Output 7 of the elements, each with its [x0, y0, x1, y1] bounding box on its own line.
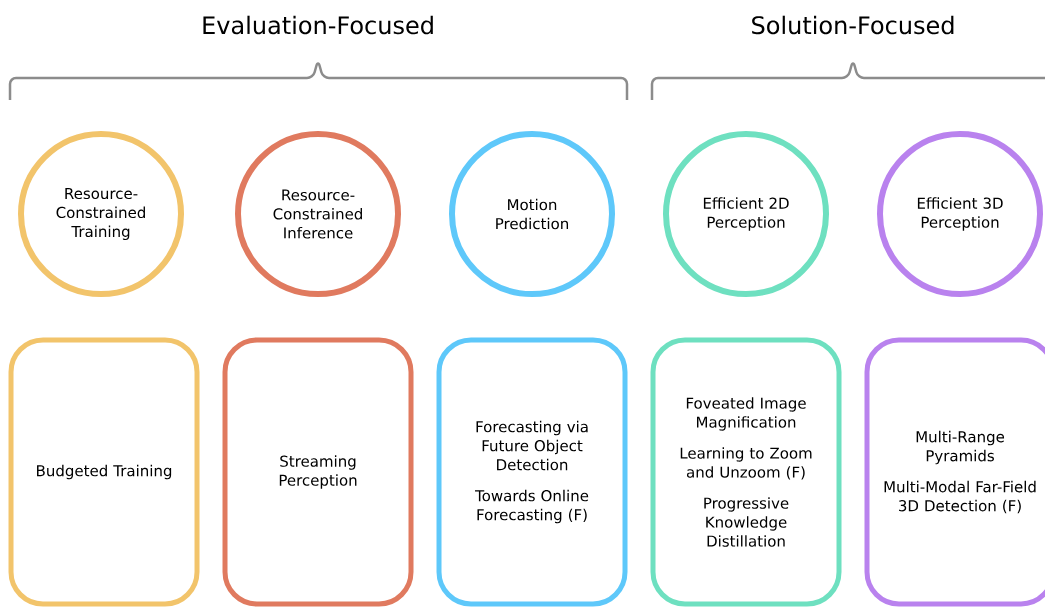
- rounded-box: Budgeted Training: [8, 337, 200, 607]
- rounded-box: Streaming Perception: [222, 337, 414, 607]
- rounded-box: Forecasting via Future Object Detection Towards Online Forecasting (F): [436, 337, 628, 607]
- rounded-box: Multi-Range Pyramids Multi-Modal Far-Field 3D Detection (F): [864, 337, 1045, 607]
- group-heading: Solution-Focused: [752, 15, 954, 35]
- group-heading: Evaluation-Focused: [203, 15, 433, 35]
- rounded-box: Foveated Image Magnification Learning to Zoom and Unzoom (F) Progressive Knowledge Distillation: [650, 337, 842, 607]
